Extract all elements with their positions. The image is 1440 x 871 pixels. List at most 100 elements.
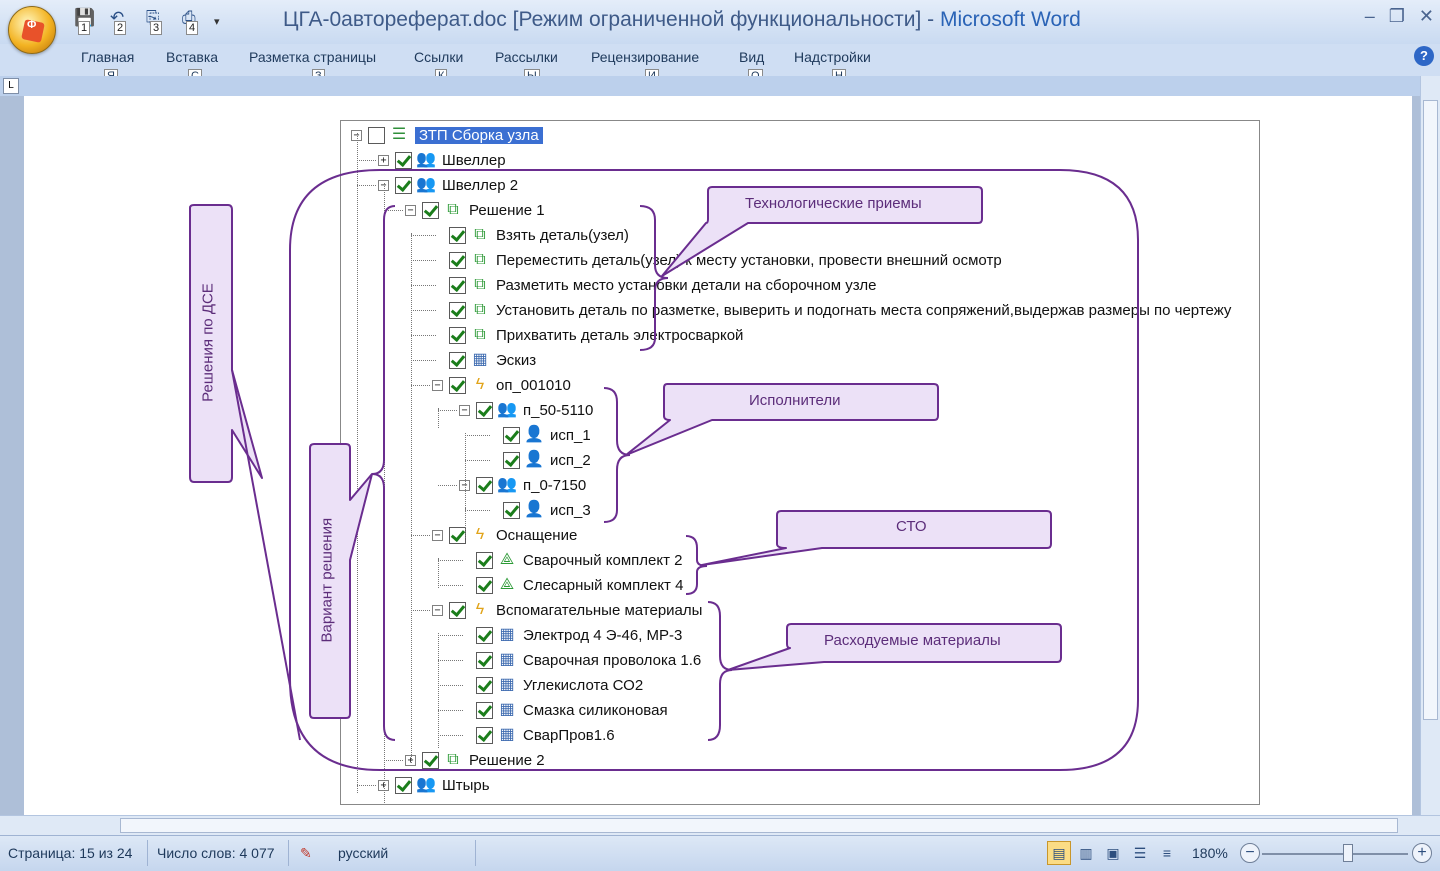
horizontal-scroll-thumb[interactable] [120,818,1398,833]
tab-3[interactable]: Ссылки [414,49,463,65]
word-count[interactable]: Число слов: 4 077 [157,845,275,861]
zoom-in-button[interactable]: + [1412,843,1432,863]
tree-node[interactable]: ▦Эскиз [432,348,536,372]
tab-7[interactable]: Надстройки [794,49,871,65]
print-layout-view-button[interactable]: ▤ [1047,841,1071,865]
collapse-icon[interactable]: − [432,529,443,541]
collapse-icon[interactable]: − [405,204,416,216]
web-layout-view-button[interactable]: ▣ [1106,845,1120,861]
tree-node[interactable]: ⧉Прихватить деталь электросваркой [432,323,743,347]
tree-node[interactable]: +👥Штырь [378,773,490,797]
vertical-scrollbar[interactable] [1420,76,1440,815]
tree-checkbox[interactable] [476,676,493,694]
zoom-slider-track[interactable] [1262,853,1408,855]
tab-0[interactable]: Главная [81,49,134,65]
tree-checkbox[interactable] [449,251,466,269]
tree-checkbox[interactable] [503,426,520,444]
tab-2[interactable]: Разметка страницы [249,49,376,65]
undo-button[interactable]: ↶2 [106,6,136,36]
page-count[interactable]: Страница: 15 из 24 [8,845,133,861]
minimize-button[interactable]: – [1364,6,1375,26]
save-button[interactable]: 💾1 [70,6,100,36]
tab-5[interactable]: Рецензирование [591,49,699,65]
collapse-icon[interactable]: − [459,404,470,416]
tree-node[interactable]: 👤исп_2 [486,448,591,472]
tab-6[interactable]: Вид [739,49,764,65]
tree-node[interactable]: 👤исп_3 [486,498,591,522]
tree-node[interactable]: ⟁Сварочный комплект 2 [459,548,682,572]
tree-node[interactable]: −👥п_50-5110 [459,398,593,422]
collapse-icon[interactable]: − [351,129,362,141]
tree-checkbox[interactable] [422,751,439,769]
tree-node[interactable]: −⧉Решение 1 [405,198,545,222]
tree-node[interactable]: ⧉Переместить деталь(узел) к месту устано… [432,248,1002,272]
close-button[interactable]: ✕ [1418,6,1434,26]
tree-checkbox[interactable] [476,701,493,719]
customize-qat-icon[interactable]: ▾ [214,15,220,28]
tree-node[interactable]: +⧉Решение 2 [405,748,545,772]
collapse-icon[interactable]: − [432,379,443,391]
tree-checkbox[interactable] [476,401,493,419]
tree-node[interactable]: ▦Сварочная проволока 1.6 [459,648,701,672]
spelling-icon[interactable]: ✎ [300,845,312,861]
tree-checkbox[interactable] [449,326,466,344]
tab-4[interactable]: Рассылки [495,49,558,65]
tree-checkbox[interactable] [449,276,466,294]
full-screen-reading-view-button[interactable]: ▥ [1079,845,1093,861]
tree-node[interactable]: ⟁Слесарный комплект 4 [459,573,683,597]
outline-view-button[interactable]: ☰ [1133,845,1147,861]
tab-selector-button[interactable]: L [3,78,19,94]
tree-node[interactable]: 👤исп_1 [486,423,591,447]
tree-checkbox[interactable] [503,451,520,469]
tree-checkbox[interactable] [395,151,412,169]
tree-checkbox[interactable] [449,226,466,244]
restore-button[interactable]: ❐ [1388,6,1405,26]
tree-node[interactable]: ▦Электрод 4 Э-46, МР-3 [459,623,682,647]
tree-checkbox[interactable] [476,551,493,569]
tree-checkbox[interactable] [395,776,412,794]
collapse-icon[interactable]: − [432,604,443,616]
tree-checkbox[interactable] [449,526,466,544]
tree-checkbox[interactable] [476,476,493,494]
tree-node[interactable]: +👥Швеллер [378,148,506,172]
zoom-slider-knob[interactable] [1343,844,1353,862]
expand-icon[interactable]: + [378,779,389,791]
tree-checkbox[interactable] [422,201,439,219]
tree-checkbox[interactable] [503,501,520,519]
zoom-out-button[interactable]: − [1240,843,1260,863]
vertical-scroll-thumb[interactable] [1423,100,1438,720]
tab-1[interactable]: Вставка [166,49,218,65]
horizontal-scrollbar[interactable] [0,815,1440,835]
tree-checkbox[interactable] [476,726,493,744]
tree-node[interactable]: ⧉Взять деталь(узел) [432,223,629,247]
redo-button[interactable]: ⎘3 [142,6,172,36]
tree-node[interactable]: ▦Углекислота СО2 [459,673,643,697]
tree-node[interactable]: −☰ЗТП Сборка узла [351,123,543,147]
draft-view-button[interactable]: ≡ [1162,845,1172,861]
tree-checkbox[interactable] [368,126,385,144]
tree-checkbox[interactable] [449,376,466,394]
language-indicator[interactable]: русский [338,845,389,861]
zoom-level[interactable]: 180% [1192,845,1228,861]
tree-node[interactable]: ⧉Установить деталь по разметке, выверить… [432,298,1231,322]
tree-node[interactable]: ▦СварПров1.6 [459,723,615,747]
tree-node[interactable]: ⧉Разметить место установки детали на сбо… [432,273,877,297]
tree-connector [438,710,463,711]
tree-checkbox[interactable] [449,351,466,369]
tree-checkbox[interactable] [476,576,493,594]
tree-checkbox[interactable] [449,301,466,319]
office-button[interactable]: Ф [8,6,56,54]
tree-node[interactable]: −👥п_0-7150 [459,473,586,497]
print-button[interactable]: ⎙4 [178,6,208,36]
tree-checkbox[interactable] [476,651,493,669]
tree-checkbox[interactable] [476,626,493,644]
help-icon[interactable]: ? [1414,46,1434,66]
tree-node[interactable]: ▦Смазка силиконовая [459,698,668,722]
tree-checkbox[interactable] [449,601,466,619]
tree-node[interactable]: −👥Швеллер 2 [378,173,518,197]
tree-checkbox[interactable] [395,176,412,194]
expand-icon[interactable]: + [378,154,389,166]
